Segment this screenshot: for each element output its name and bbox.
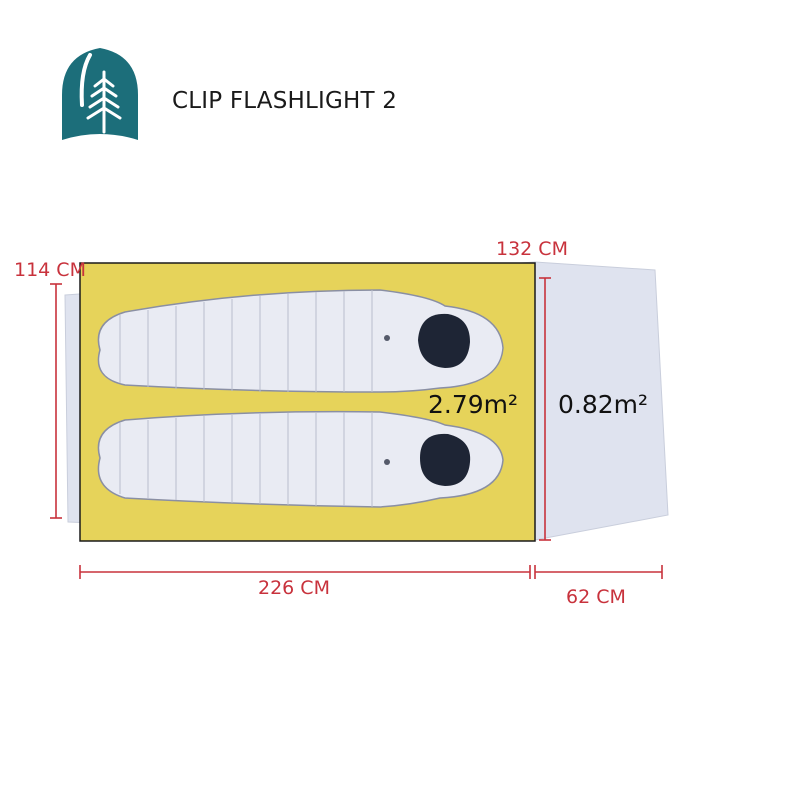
vestibule-depth-label: 62 CM	[566, 586, 626, 608]
product-title: CLIP FLASHLIGHT 2	[172, 88, 398, 114]
bag-opening-top	[418, 313, 470, 368]
bag-opening-bottom	[420, 433, 471, 486]
tree-icon	[79, 53, 122, 134]
height-label: 114 CM	[14, 259, 86, 281]
width-label: 132 CM	[496, 238, 568, 260]
logo-shield-shape	[62, 48, 138, 140]
sleeping-bag-bottom	[97, 410, 504, 508]
bag-logo-top	[384, 335, 390, 341]
length-label: 226 CM	[258, 577, 330, 599]
floor-area-label: 2.79m²	[428, 390, 518, 419]
vestibule-area-label: 0.82m²	[558, 390, 648, 419]
bag-logo-bottom	[384, 459, 390, 465]
sleeping-bag-top	[97, 289, 504, 393]
measurement-lines	[50, 277, 663, 579]
brand-logo	[62, 48, 138, 140]
